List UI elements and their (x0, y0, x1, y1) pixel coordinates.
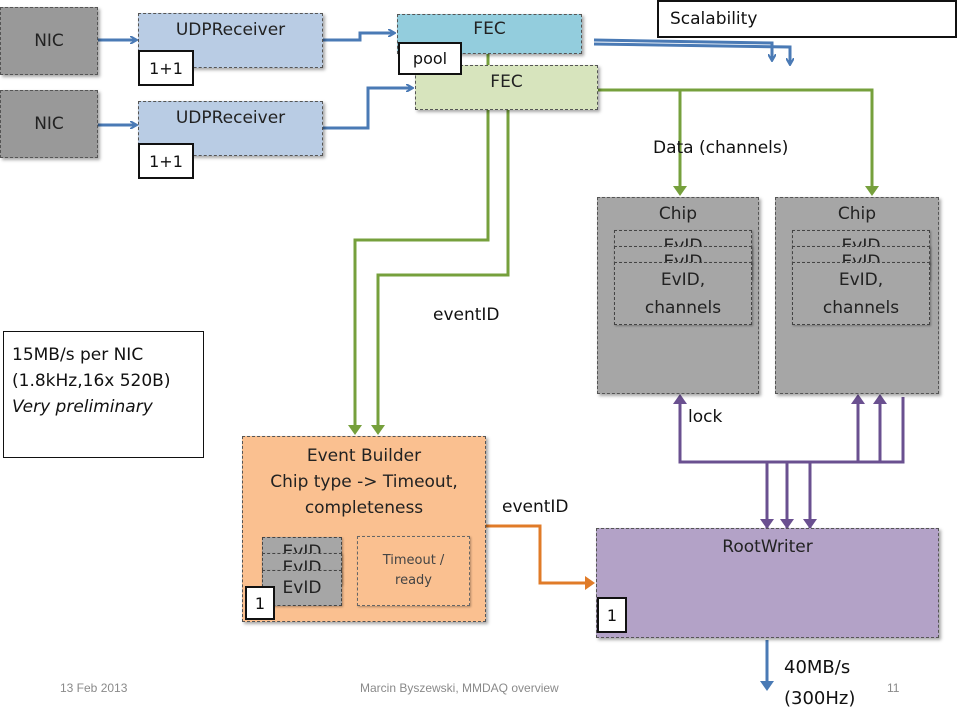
footer-page-number: 11 (887, 681, 900, 695)
root-writer-badge: 1 (597, 597, 627, 633)
data-channels-label: Data (channels) (653, 138, 789, 158)
arrow-udp2-fec2 (323, 88, 412, 130)
udp-receiver-label: UDPReceiver (175, 20, 286, 40)
event-id-label-upper: eventID (433, 305, 500, 325)
event-builder-title: Event Builder (306, 446, 422, 466)
output-rate-line-1: 40MB/s (784, 657, 851, 678)
arrow-lock-chip2c (767, 397, 905, 464)
udp-receiver-2: UDPReceiver (138, 101, 323, 156)
arrow-fec1-eventbuilder (348, 50, 490, 435)
arrow-scalability-1 (593, 38, 772, 60)
chip-label: Chip (837, 204, 877, 224)
nic-box-1: NIC (0, 7, 98, 75)
fec-box-1: FEC (397, 14, 582, 54)
chip-label: Chip (658, 204, 698, 224)
rate-info-note: 15MB/s per NIC (1.8kHz,16x 520B) Very pr… (3, 331, 204, 458)
nic-label: NIC (34, 114, 64, 134)
timeout-ready-box: Timeout / ready (357, 536, 470, 606)
arrow-fec2-eventbuilder (371, 110, 510, 435)
chip-1-evid-front: EvID, channels (614, 262, 752, 325)
fec-label: FEC (490, 72, 523, 92)
arrow-udp1-fec1 (323, 33, 394, 42)
chip-2-evid-front: EvID, channels (792, 262, 930, 325)
footer-title: Marcin Byszewski, MMDAQ overview (360, 681, 559, 695)
timeout-ready-label: Timeout / ready (382, 553, 445, 588)
rate-info-line-3: Very preliminary (12, 397, 153, 417)
udp-receiver-1-badge: 1+1 (138, 50, 194, 86)
udp-receiver-1: UDPReceiver (138, 13, 323, 68)
event-builder-badge: 1 (245, 586, 275, 620)
nic-box-2: NIC (0, 90, 98, 158)
output-rate-line-2: (300Hz) (784, 688, 856, 709)
event-builder-subtitle-2: completeness (304, 498, 424, 518)
nic-label: NIC (34, 31, 64, 51)
rate-info-line-2: (1.8kHz,16x 520B) (12, 371, 171, 391)
root-writer-label: RootWriter (722, 537, 813, 557)
udp-receiver-label: UDPReceiver (175, 108, 286, 128)
pool-badge: pool (398, 42, 462, 75)
event-id-label-lower: eventID (502, 497, 569, 517)
arrow-eventbuilder-rootwriter (486, 524, 595, 590)
rate-info-line-1: 15MB/s per NIC (12, 345, 144, 365)
udp-receiver-2-badge: 1+1 (138, 143, 194, 179)
lock-label: lock (688, 407, 723, 427)
fec-label: FEC (473, 19, 506, 39)
event-builder-subtitle-1: Chip type -> Timeout, (270, 472, 458, 492)
footer-date: 13 Feb 2013 (60, 681, 128, 695)
arrow-scalability-2 (593, 42, 790, 64)
scalability-box: Scalability (657, 0, 957, 38)
arrow-fec-chip2 (680, 88, 879, 196)
root-writer-box: RootWriter (596, 528, 939, 638)
